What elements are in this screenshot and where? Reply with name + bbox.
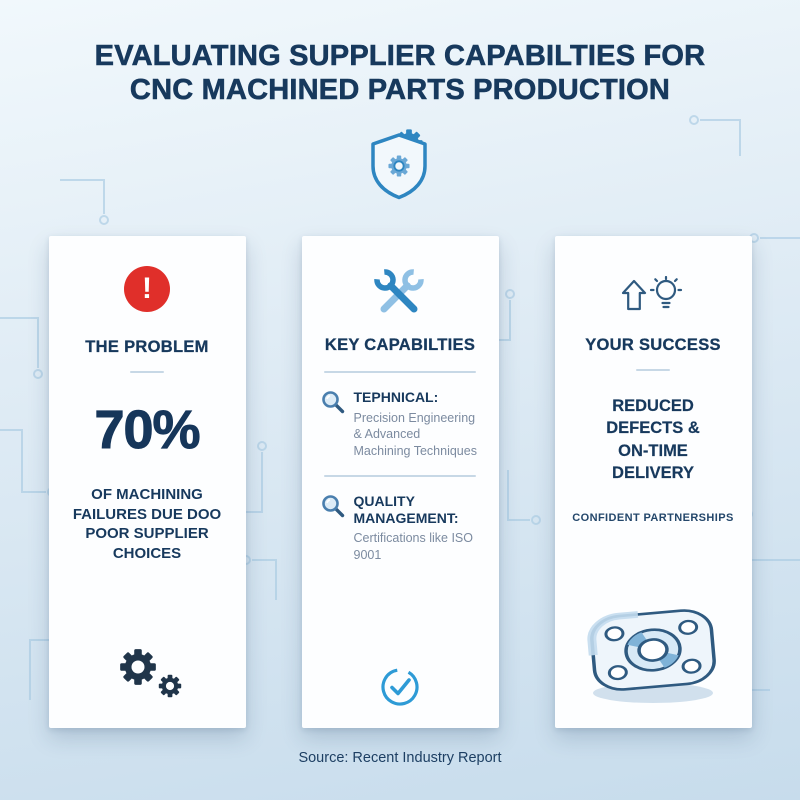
- capability-body: Precision Engineering & Advanced Machini…: [353, 410, 477, 458]
- arrow-lightbulb-icon: [620, 262, 686, 318]
- stat-value: 70%: [94, 400, 201, 461]
- arrow-bulb-svg: [621, 276, 683, 311]
- capability-label: TEPHNICAL:: [353, 389, 439, 405]
- title-line-1: EVALUATING SUPPLIER CAPABILTIES FOR: [94, 40, 706, 73]
- magnifier-icon: [321, 391, 344, 414]
- shield-gear-logo: [0, 122, 800, 202]
- flange-part-illustration: [574, 598, 732, 708]
- card-problem: ! THE PROBLEM 70% OF MACHINING FAILURES …: [48, 236, 246, 728]
- capability-text: TEPHNICAL: Precision Engineering & Advan…: [354, 389, 481, 459]
- divider: [324, 475, 476, 478]
- problem-description: OF MACHINING FAILURES DUE DOO POOR SUPPL…: [72, 486, 222, 562]
- crossed-wrenches-icon: [371, 262, 429, 318]
- title-line-2: CNC MACHINED PARTS PRODUCTION: [129, 73, 671, 106]
- alert-icon: !: [124, 266, 170, 312]
- success-sub-text: CONFIDENT PARTNERSHIPS: [572, 512, 734, 525]
- cards-row: ! THE PROBLEM 70% OF MACHINING FAILURES …: [0, 236, 800, 728]
- capability-body: Certifications like ISO 9001: [353, 531, 473, 562]
- page-title: EVALUATING SUPPLIER CAPABILTIES FOR CNC …: [0, 40, 800, 107]
- flange-svg: [587, 609, 716, 703]
- source-footer: Source: Recent Industry Report: [298, 750, 502, 766]
- capabilities-heading: KEY CAPABILTIES: [324, 336, 476, 354]
- divider: [130, 371, 164, 373]
- capability-item-technical: TEPHNICAL: Precision Engineering & Advan…: [316, 389, 485, 459]
- capability-label: QUALITY MANAGEMENT:: [353, 493, 459, 526]
- success-heading: YOUR SUCCESS: [585, 336, 721, 354]
- wrenches-svg: [374, 269, 424, 313]
- gears-icon: [100, 636, 194, 708]
- divider: [636, 369, 670, 371]
- problem-heading: THE PROBLEM: [85, 338, 209, 356]
- capability-text: QUALITY MANAGEMENT: Certifications like …: [354, 493, 481, 563]
- interlocking-gears-icon: [120, 649, 182, 698]
- shield-gear-icon: [371, 129, 427, 200]
- success-main-text: REDUCED DEFECTS & ON-TIME DELIVERY: [606, 397, 700, 482]
- capability-item-quality: QUALITY MANAGEMENT: Certifications like …: [316, 493, 485, 563]
- check-circle-icon: [379, 666, 421, 708]
- magnifier-icon: [321, 495, 344, 518]
- divider: [324, 371, 476, 373]
- card-success: YOUR SUCCESS REDUCED DEFECTS & ON-TIME D…: [554, 236, 752, 728]
- alert-glyph: !: [142, 272, 152, 305]
- card-capabilities: KEY CAPABILTIES TEPHNICAL: Precision Eng…: [301, 236, 499, 728]
- check-svg: [381, 668, 419, 706]
